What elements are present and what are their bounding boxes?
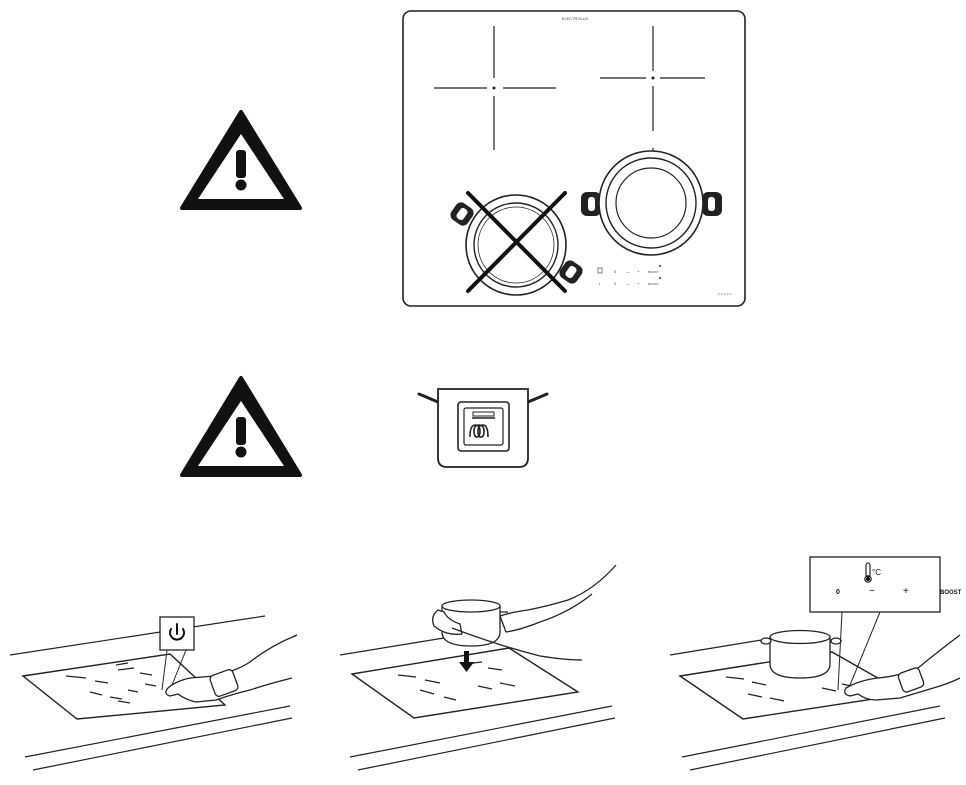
svg-text:BOOST: BOOST xyxy=(648,282,659,286)
arrow-down-icon xyxy=(459,651,474,672)
boost-label: BOOST xyxy=(940,590,962,596)
centered-pot xyxy=(581,150,722,256)
warning-triangle-icon xyxy=(180,110,302,210)
pot-icon xyxy=(436,599,508,647)
induction-cookware-icon xyxy=(417,388,549,468)
control-panel: 0 — + BOOST I 0 — + BOOST xyxy=(597,265,733,295)
off-label: 0 xyxy=(836,589,840,596)
svg-text:—: — xyxy=(626,281,630,286)
svg-text:0: 0 xyxy=(614,269,617,274)
countertop-lines xyxy=(9,615,946,771)
warning-triangle-icon xyxy=(180,376,302,477)
hob-top-view: ELECTROLUX xyxy=(402,10,746,307)
thermometer-icon xyxy=(864,562,872,583)
temp-unit-label: °C xyxy=(872,568,881,577)
step-place-pot xyxy=(350,564,617,719)
svg-text:—: — xyxy=(626,269,630,274)
cooking-zone-markers xyxy=(434,26,705,156)
svg-text:+: + xyxy=(637,281,640,286)
prohibited-cross-icon xyxy=(466,191,567,293)
svg-text:I: I xyxy=(599,281,600,286)
step-adjust-power: °C 0 − + BOOST xyxy=(678,556,962,720)
minus-label: − xyxy=(869,586,875,597)
svg-text:BOOST: BOOST xyxy=(648,270,659,274)
pot-icon xyxy=(760,629,842,679)
brand-mark: ELECTROLUX xyxy=(562,16,589,21)
hand-icon xyxy=(432,564,617,661)
svg-text:+: + xyxy=(637,269,640,274)
step-switch-on xyxy=(21,616,298,720)
svg-text:0: 0 xyxy=(614,281,617,286)
power-icon xyxy=(169,623,185,641)
hand-icon xyxy=(165,634,298,703)
hand-icon xyxy=(844,634,961,701)
plus-label: + xyxy=(903,586,909,597)
